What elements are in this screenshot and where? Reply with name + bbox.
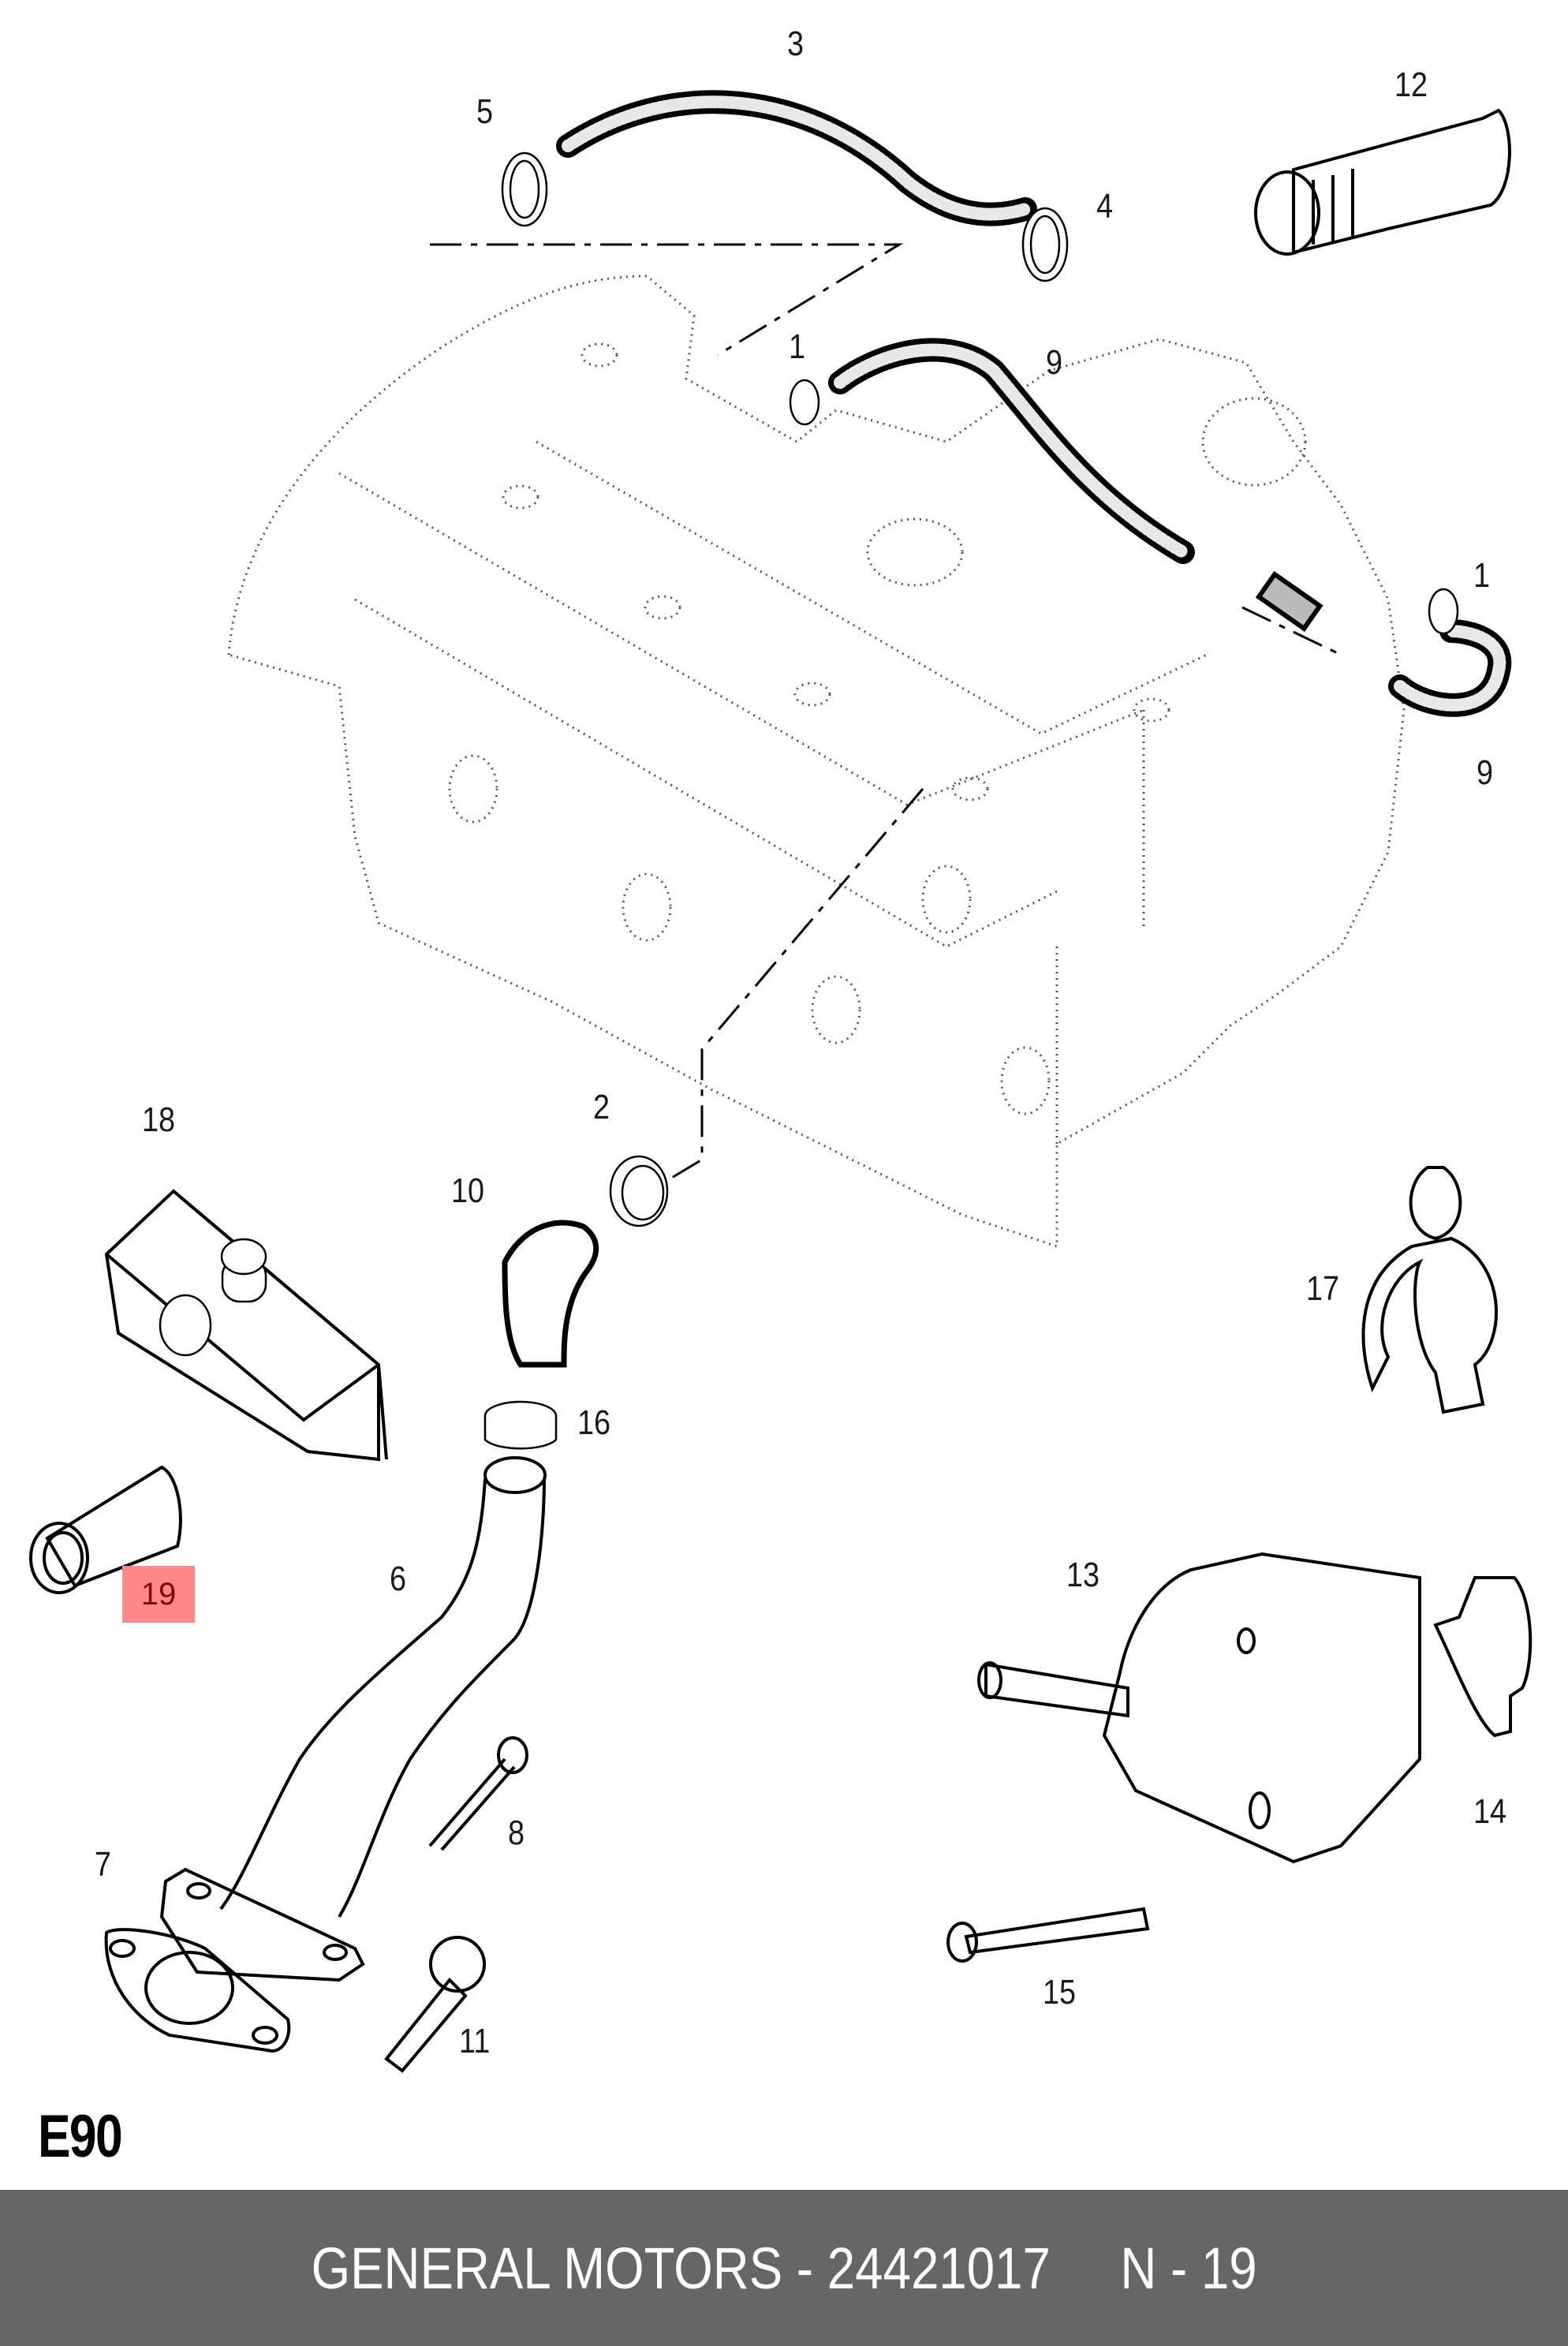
part-19-hose-sleeve <box>29 1465 182 1594</box>
leader-lines <box>430 243 1342 1185</box>
part-17-clip <box>1361 1166 1499 1414</box>
part-1-clamp-upper <box>789 379 820 426</box>
part-8-stud <box>428 1736 528 1851</box>
part-9-connector <box>1255 570 1323 632</box>
part-3-hose <box>556 90 1037 226</box>
part-10-elbow-hose <box>502 1220 599 1368</box>
callout-12[interactable]: 12 <box>1394 65 1428 104</box>
callout-13[interactable]: 13 <box>1066 1556 1100 1594</box>
part-18-reservoir <box>104 1189 388 1462</box>
part-6-pipe <box>159 1456 547 1982</box>
callout-17[interactable]: 17 <box>1306 1269 1340 1308</box>
part-4-clamp <box>1021 207 1069 282</box>
parts-diagram <box>29 90 1533 2073</box>
callout-4[interactable]: 4 <box>1096 187 1114 226</box>
callout-16[interactable]: 16 <box>577 1403 611 1442</box>
part-15-bolt <box>946 1907 1150 1963</box>
part-5-clamp <box>501 151 548 227</box>
callout-11[interactable]: 11 <box>459 2022 491 2060</box>
footer-bar: GENERAL MOTORS - 24421017 N - 19 <box>0 2190 1568 2346</box>
callout-9-upper[interactable]: 9 <box>1046 343 1063 382</box>
engine-block <box>227 275 1406 1249</box>
callout-7[interactable]: 7 <box>95 1845 112 1884</box>
part-11-screw <box>384 1936 486 2073</box>
part-13-housing <box>977 1552 1421 1864</box>
callout-19-highlighted[interactable]: 19 <box>122 1566 195 1623</box>
callout-9-lower[interactable]: 9 <box>1477 753 1494 792</box>
callout-5[interactable]: 5 <box>476 92 494 131</box>
callout-2[interactable]: 2 <box>593 1088 610 1126</box>
callout-1-lower[interactable]: 1 <box>1473 556 1491 595</box>
callout-8[interactable]: 8 <box>508 1814 525 1852</box>
callout-3[interactable]: 3 <box>787 24 805 63</box>
callout-14[interactable]: 14 <box>1473 1792 1507 1831</box>
callout-18[interactable]: 18 <box>142 1100 176 1139</box>
part-1-clamp-lower <box>1428 588 1459 635</box>
diagram-code: E90 <box>38 2103 123 2170</box>
callout-10[interactable]: 10 <box>451 1171 485 1210</box>
part-2-clamp <box>609 1155 669 1227</box>
footer-part-info: GENERAL MOTORS - 24421017 N - 19 <box>311 2235 1257 2301</box>
callout-15[interactable]: 15 <box>1043 1973 1077 2012</box>
part-16-clamp <box>483 1400 558 1450</box>
part-9-hose-lower <box>1388 619 1512 717</box>
callout-1-upper[interactable]: 1 <box>789 327 806 366</box>
part-12-fitting <box>1254 108 1511 256</box>
callout-6[interactable]: 6 <box>390 1560 407 1598</box>
part-7-gasket <box>104 1928 291 2053</box>
part-14-gasket <box>1433 1576 1533 1738</box>
part-9-hose-upper <box>828 338 1195 564</box>
